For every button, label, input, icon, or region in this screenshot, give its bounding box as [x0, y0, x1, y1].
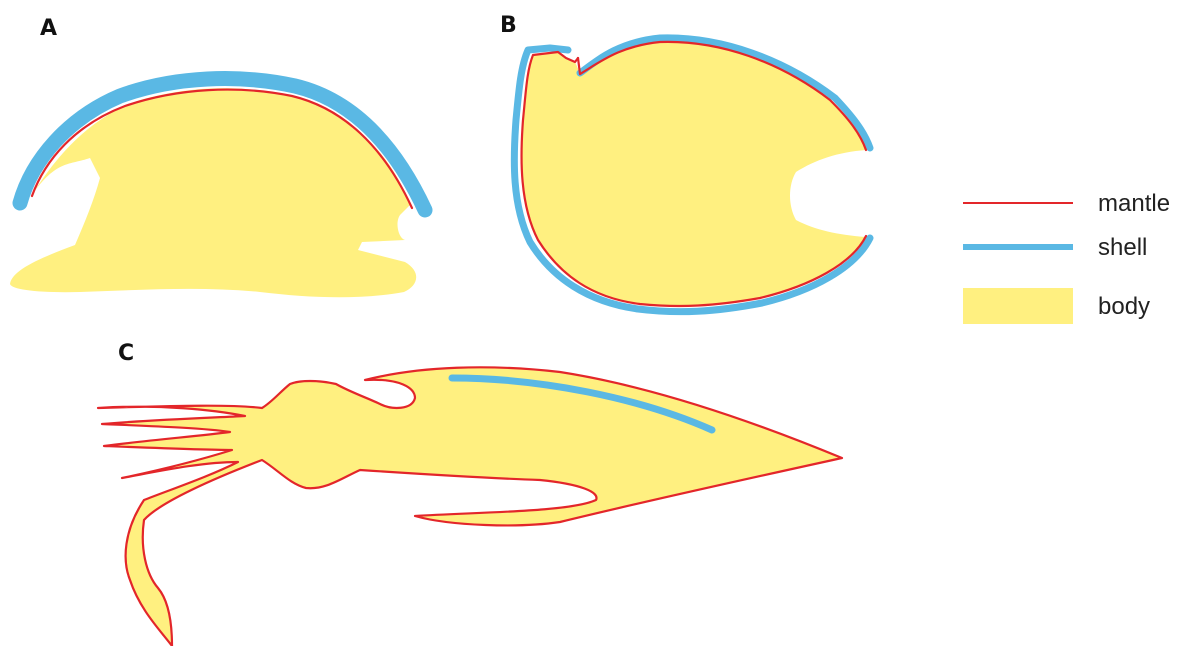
legend: mantle shell body: [963, 190, 1170, 324]
panel-b: B: [500, 13, 870, 312]
panel-c-label: C: [118, 341, 134, 366]
panel-c-body: [98, 367, 842, 646]
panel-b-label: B: [500, 13, 517, 38]
legend-body-swatch: [963, 288, 1073, 324]
legend-body-label: body: [1098, 293, 1150, 320]
panel-c: C: [98, 341, 842, 646]
legend-shell-label: shell: [1098, 234, 1147, 261]
panel-a: A: [10, 16, 425, 297]
panel-a-label: A: [40, 16, 57, 41]
legend-mantle-label: mantle: [1098, 190, 1170, 217]
